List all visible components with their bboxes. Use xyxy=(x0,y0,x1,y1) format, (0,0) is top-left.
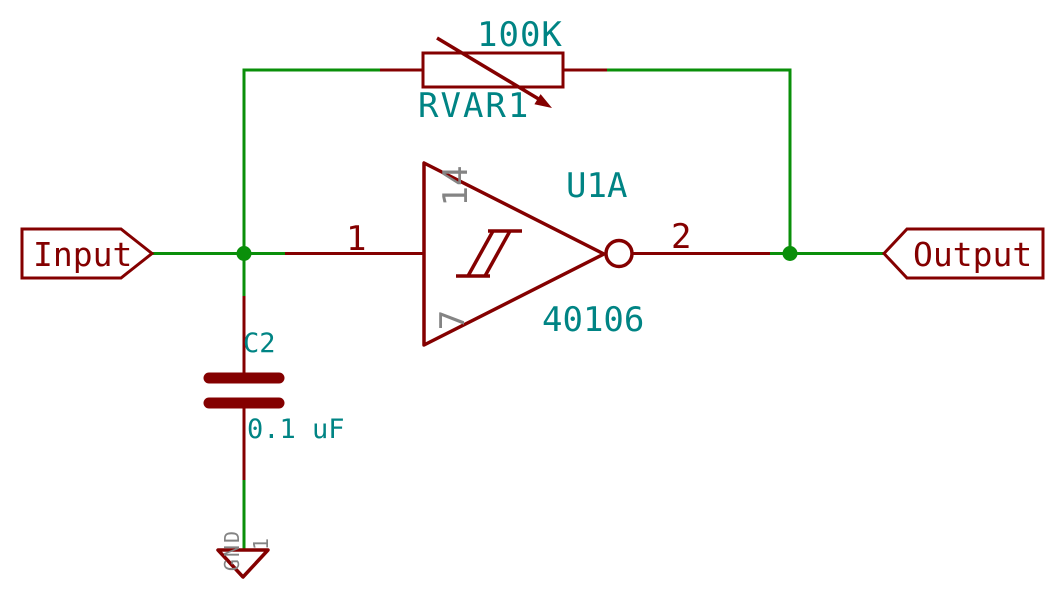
input-label-text: Input xyxy=(33,235,132,274)
junction-dot-input[interactable] xyxy=(236,246,252,261)
pin-14-number: 14 xyxy=(436,166,476,207)
potentiometer-arrowhead xyxy=(534,94,552,108)
capacitor-c2[interactable]: C2 0.1 uF xyxy=(203,328,345,445)
output-label-shape[interactable] xyxy=(881,227,1045,280)
inverter-reference: U1A xyxy=(566,166,627,206)
ground-symbol[interactable]: GND 1 xyxy=(216,529,273,579)
hierarchical-label-output[interactable]: Output xyxy=(881,227,1045,280)
ground-pin-number: 1 xyxy=(249,538,273,550)
hysteresis-right-slope xyxy=(483,230,512,277)
ground-triangle[interactable] xyxy=(216,548,270,579)
pin-7-number: 7 xyxy=(433,310,473,330)
hysteresis-left-slope xyxy=(466,230,495,277)
inverter-triangle[interactable] xyxy=(422,161,606,347)
capacitor-value: 0.1 uF xyxy=(247,414,345,445)
potentiometer-value: 100K xyxy=(477,15,563,55)
pin-2-number: 2 xyxy=(671,217,691,257)
potentiometer-rvar1[interactable]: 100K RVAR1 xyxy=(418,15,565,126)
ground-label: GND xyxy=(220,529,244,571)
wires xyxy=(152,68,884,549)
inverter-bubble xyxy=(604,238,634,269)
pin-leads xyxy=(242,68,770,480)
hierarchical-label-input[interactable]: Input xyxy=(20,227,155,280)
hysteresis-icon xyxy=(456,229,522,278)
junction-dot-output[interactable] xyxy=(782,246,798,261)
schmitt-inverter-u1a[interactable]: U1A 40106 1 2 14 7 xyxy=(346,161,691,347)
inverter-part-number: 40106 xyxy=(542,300,644,340)
potentiometer-wiper-arrow xyxy=(436,36,543,103)
pin-1-number: 1 xyxy=(346,219,366,259)
input-label-shape[interactable] xyxy=(20,227,155,280)
capacitor-reference: C2 xyxy=(243,328,276,359)
output-label-text: Output xyxy=(913,235,1032,274)
potentiometer-reference: RVAR1 xyxy=(418,86,530,126)
